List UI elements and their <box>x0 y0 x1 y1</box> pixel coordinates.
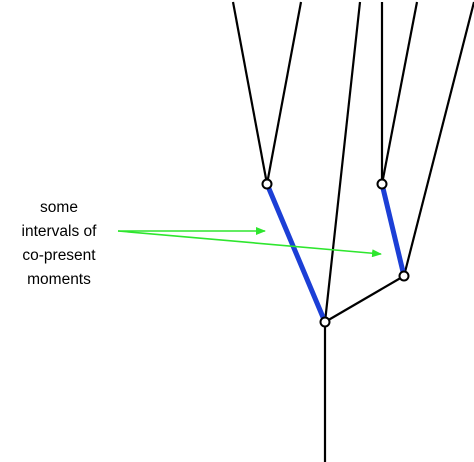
annotation-line-1: some <box>40 199 78 216</box>
tree-nodes <box>261 178 410 328</box>
co-present-intervals <box>264 181 407 325</box>
node-left <box>261 178 273 190</box>
branch-root-to-right-node <box>324 275 405 323</box>
node-root <box>319 316 331 328</box>
arrow-to-right-interval <box>117 230 382 258</box>
interval-right <box>379 181 407 279</box>
branch-right-node-to-far-right <box>402 1 474 277</box>
annotation-line-4: moments <box>27 271 91 288</box>
branch-root-to-center-top <box>323 1 362 323</box>
annotation-line-3: co-present <box>22 247 96 264</box>
annotation-arrows <box>117 227 382 258</box>
interval-left <box>264 181 328 325</box>
annotation-line-2: intervals of <box>22 223 98 240</box>
tree-branches <box>231 1 474 462</box>
node-upper-right <box>376 178 388 190</box>
node-right <box>398 270 410 282</box>
branch-left-node-to-top-left <box>231 1 269 185</box>
annotation-label: some intervals of co-present moments <box>22 199 98 288</box>
branch-upper-right-node-to-top <box>380 1 419 185</box>
branch-left-node-to-top <box>265 1 303 185</box>
